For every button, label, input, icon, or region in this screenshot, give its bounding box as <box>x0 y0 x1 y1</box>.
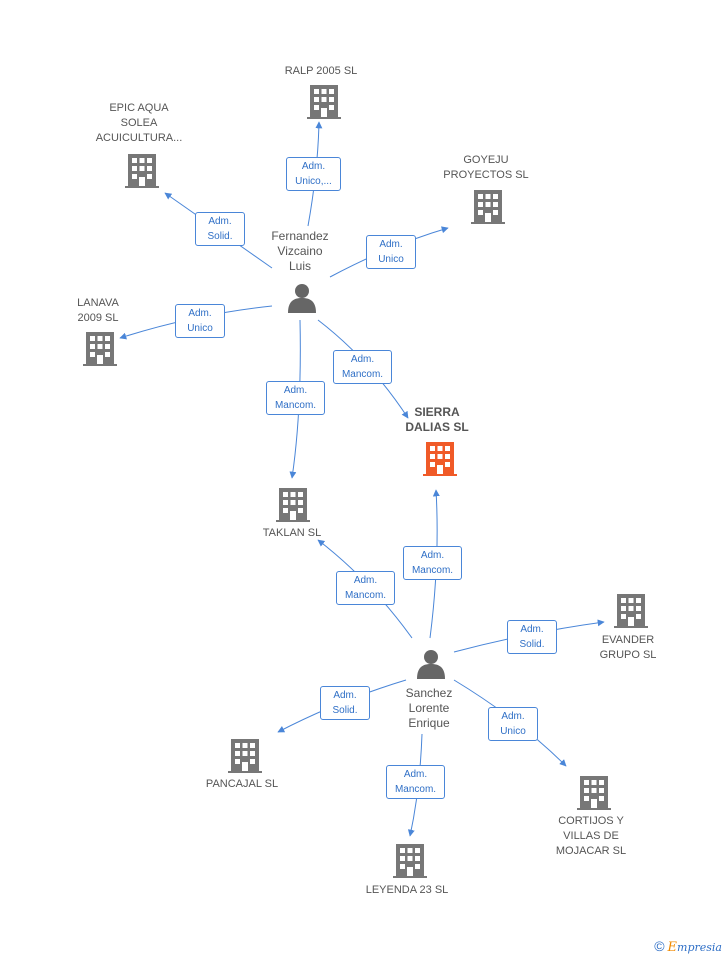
label-line: Unico,... <box>295 176 332 187</box>
relation-label-sanchez-sierra: Adm. Mancom. <box>403 546 462 580</box>
label-line: Fernandez <box>271 229 329 243</box>
label-line: Adm. <box>208 216 232 227</box>
company-label-leyenda[interactable]: LEYENDA 23 SL <box>337 883 477 898</box>
building-icon-evander[interactable] <box>614 594 648 628</box>
label-line: Adm. <box>301 161 326 172</box>
building-icon-taklan[interactable] <box>276 488 310 522</box>
label-line: PANCAJAL SL <box>205 778 279 790</box>
label-line: EPIC AQUA <box>109 102 169 114</box>
label-line: ACUICULTURA... <box>95 132 183 144</box>
building-icon-pancajal[interactable] <box>228 739 262 773</box>
label-line: PROYECTOS SL <box>443 169 529 181</box>
copyright-symbol: © <box>654 938 665 954</box>
company-label-evander[interactable]: EVANDER GRUPO SL <box>558 633 698 663</box>
label-line: Luis <box>288 259 311 273</box>
label-line: Solid. <box>207 231 233 242</box>
label-line: MOJACAR SL <box>555 845 627 857</box>
label-line: SIERRA <box>414 405 460 419</box>
building-icon-epic[interactable] <box>125 154 159 188</box>
label-line: Adm. <box>353 575 378 586</box>
label-line: LANAVA <box>77 297 119 309</box>
label-line: Adm. <box>420 550 445 561</box>
label-line: Mancom. <box>274 400 317 411</box>
building-icon-lanava[interactable] <box>83 332 117 366</box>
label-line: SOLEA <box>120 117 158 129</box>
company-label-cortijos[interactable]: CORTIJOS Y VILLAS DE MOJACAR SL <box>521 814 661 859</box>
company-label-lanava[interactable]: LANAVA 2009 SL <box>28 296 168 326</box>
label-line: Mancom. <box>394 784 437 795</box>
label-line: Adm. <box>333 690 357 701</box>
label-line: Adm. <box>501 711 525 722</box>
relation-label-sanchez-cortijos: Adm. Unico <box>488 707 538 741</box>
relation-label-fernandez-sierra: Adm. Mancom. <box>333 350 392 384</box>
building-icon-sierra[interactable] <box>423 442 457 476</box>
label-line: Sanchez <box>405 686 453 700</box>
label-line: DALIAS SL <box>405 420 469 434</box>
relation-label-fernandez-epic: Adm. Solid. <box>195 212 245 246</box>
label-line: Adm. <box>188 308 212 319</box>
label-line: Unico <box>378 254 404 265</box>
company-label-ralp[interactable]: RALP 2005 SL <box>251 64 391 79</box>
label-line: Enrique <box>408 716 450 730</box>
label-line: Adm. <box>403 769 428 780</box>
label-line: Unico <box>500 726 526 737</box>
person-icon-sanchez[interactable] <box>417 650 445 679</box>
label-line: Vizcaino <box>277 244 323 258</box>
label-line: VILLAS DE <box>563 830 619 842</box>
company-label-goyeju[interactable]: GOYEJU PROYECTOS SL <box>416 153 556 183</box>
label-line: TAKLAN SL <box>262 527 322 539</box>
brand-name: mpresia <box>677 941 722 954</box>
label-line: Mancom. <box>411 565 454 576</box>
relation-label-sanchez-pancajal: Adm. Solid. <box>320 686 370 720</box>
label-line: LEYENDA 23 SL <box>365 884 449 896</box>
empresia-watermark: ©Empresia <box>654 938 722 955</box>
label-line: 2009 SL <box>77 312 119 324</box>
relation-label-fernandez-lanava: Adm. Unico <box>175 304 225 338</box>
label-line: RALP 2005 SL <box>284 65 358 77</box>
relation-label-sanchez-evander: Adm. Solid. <box>507 620 557 654</box>
relation-label-fernandez-ralp: Adm. Unico,... <box>286 157 341 191</box>
building-icon-leyenda[interactable] <box>393 844 427 878</box>
building-icon-cortijos[interactable] <box>577 776 611 810</box>
label-line: Solid. <box>519 639 545 650</box>
label-line: EVANDER <box>601 634 655 646</box>
building-icon-goyeju[interactable] <box>471 190 505 224</box>
label-line: Adm. <box>520 624 544 635</box>
label-line: Unico <box>187 323 213 334</box>
relation-label-fernandez-goyeju: Adm. Unico <box>366 235 416 269</box>
label-line: GOYEJU <box>463 154 509 166</box>
label-line: Adm. <box>379 239 403 250</box>
relation-label-sanchez-leyenda: Adm. Mancom. <box>386 765 445 799</box>
brand-initial: E <box>667 940 678 955</box>
label-line: CORTIJOS Y <box>558 815 624 827</box>
company-label-taklan[interactable]: TAKLAN SL <box>222 526 362 541</box>
label-line: Mancom. <box>341 369 384 380</box>
label-line: GRUPO SL <box>599 649 657 661</box>
company-label-pancajal[interactable]: PANCAJAL SL <box>172 777 312 792</box>
label-line: Mancom. <box>344 590 387 601</box>
label-line: Adm. <box>350 354 375 365</box>
label-line: Solid. <box>332 705 358 716</box>
person-icon-fernandez[interactable] <box>288 284 316 313</box>
relation-label-fernandez-taklan: Adm. Mancom. <box>266 381 325 415</box>
building-icon-ralp[interactable] <box>307 85 341 119</box>
company-label-epic[interactable]: EPIC AQUA SOLEA ACUICULTURA... <box>69 101 209 146</box>
relation-label-sanchez-taklan: Adm. Mancom. <box>336 571 395 605</box>
label-line: Adm. <box>283 385 308 396</box>
label-line: Lorente <box>408 701 450 715</box>
